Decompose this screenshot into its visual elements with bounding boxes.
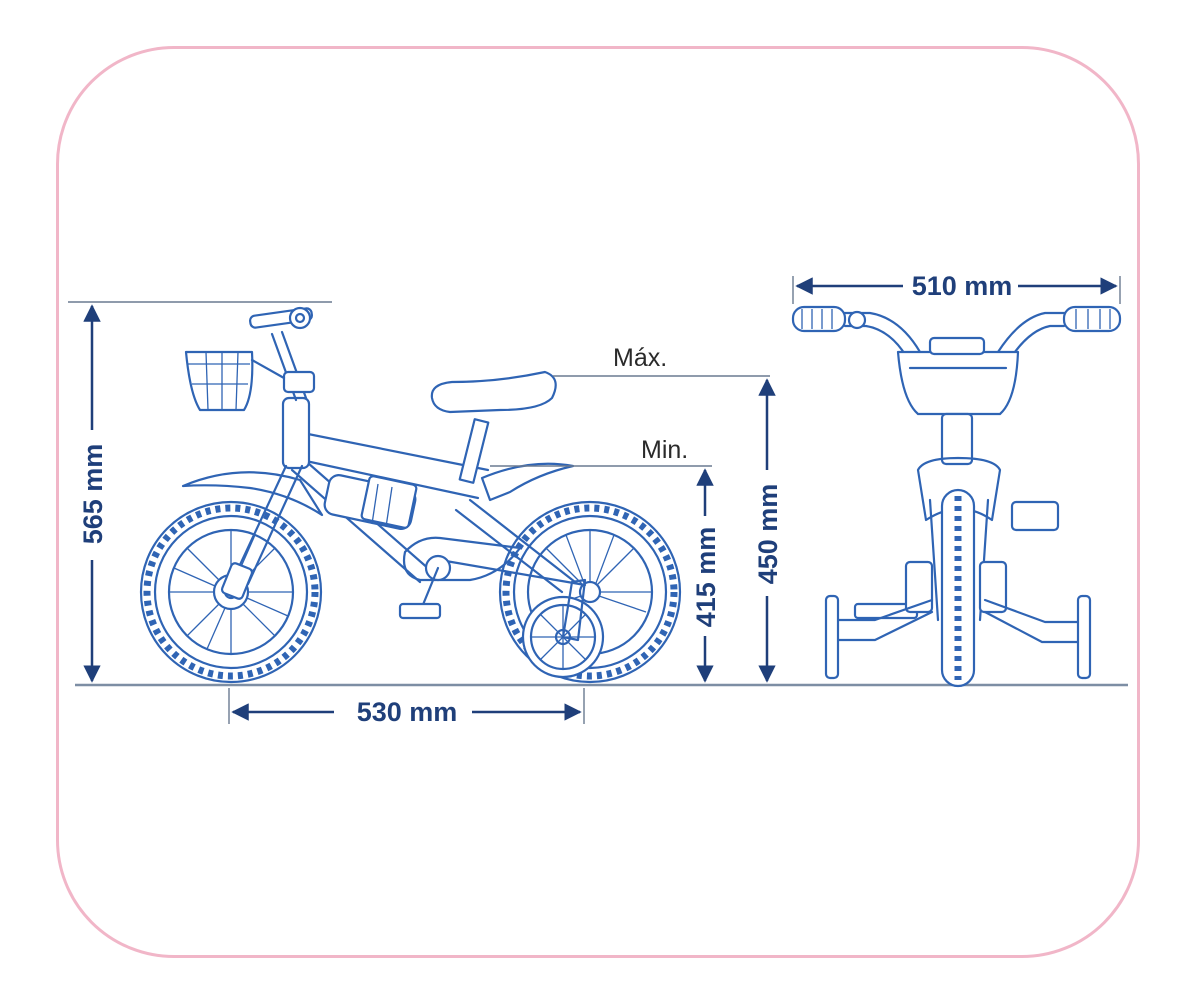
rear-fender [480,462,575,502]
seat [430,370,557,414]
front-view-bike [791,305,1122,688]
seat-max-label: 450 mm [753,484,783,585]
handlebar-width-label: 510 mm [912,271,1013,301]
rounded-frame [56,46,1140,958]
total-height-label: 565 mm [78,444,108,545]
min-label: Min. [641,436,688,464]
max-label: Máx. [613,344,667,372]
seat-min-label: 415 mm [691,527,721,628]
side-view-bike [139,306,682,684]
front-tire [940,488,976,688]
front-fender [181,471,324,517]
water-bottle [323,474,418,530]
dim-seat-min: Min. 415 mm [490,436,721,683]
training-wheel-side [521,578,605,679]
dim-total-height: 565 mm [68,301,332,683]
side-basket [184,350,286,412]
side-handlebar [249,306,316,402]
front-basket [896,336,1020,416]
training-wheel-right [1076,594,1092,680]
dim-seat-max: Máx. 450 mm [553,344,783,683]
wheelbase-label: 530 mm [357,697,458,727]
dim-wheelbase: 530 mm [228,688,585,727]
dim-handlebar-width: 510 mm [792,271,1121,304]
training-wheel-left [824,594,840,680]
bike-frame [220,370,587,620]
